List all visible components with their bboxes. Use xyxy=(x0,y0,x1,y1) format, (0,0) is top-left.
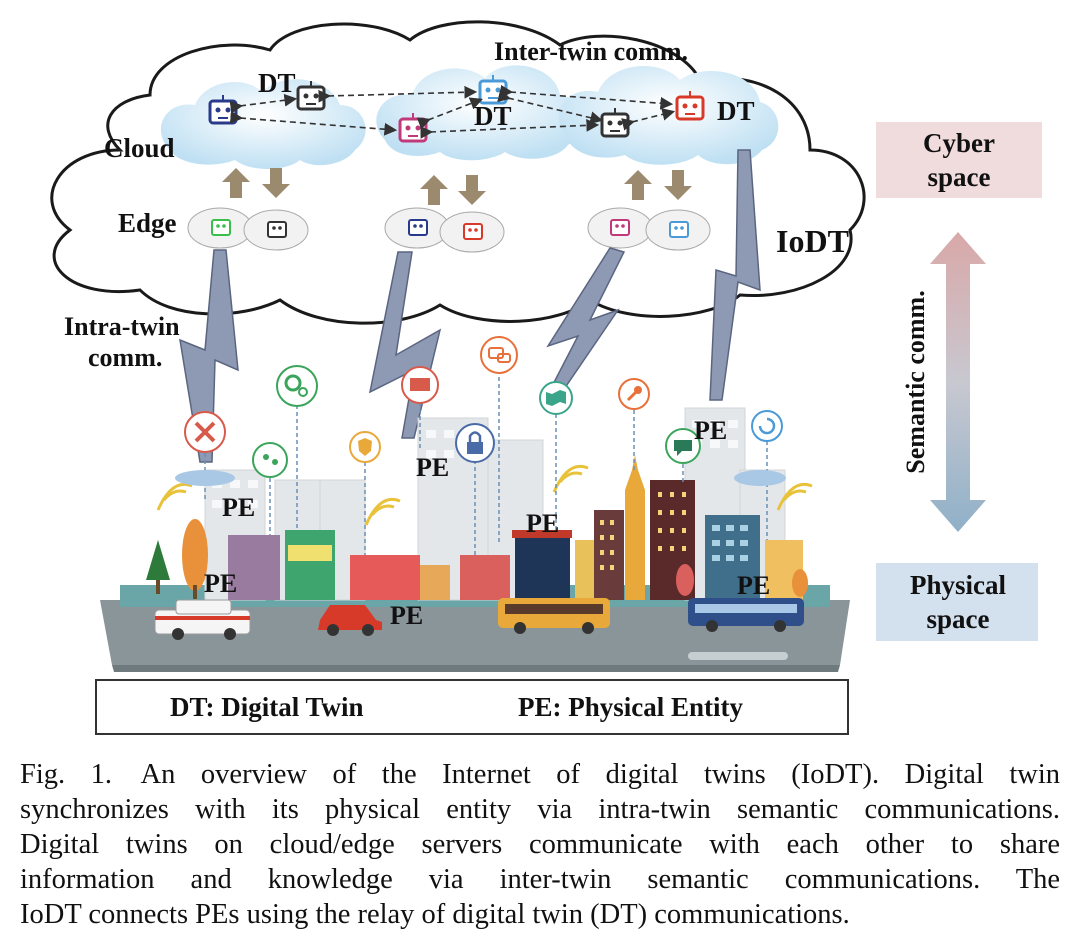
bus-icon xyxy=(688,598,804,632)
cyber-space-box: Cyber space xyxy=(876,122,1042,198)
pe-label: PE xyxy=(526,509,559,538)
pe-label: PE xyxy=(222,493,255,522)
physical-space-label: space xyxy=(927,604,990,634)
semantic-comm-arrow: Semantic comm. xyxy=(901,232,986,532)
edge-dt-robots xyxy=(211,219,689,240)
pe-label: PE xyxy=(390,601,423,630)
edge-cloud xyxy=(187,207,309,251)
lock-icon xyxy=(455,423,495,463)
robot-icon xyxy=(669,221,689,238)
dt-label: DT xyxy=(474,101,512,131)
dt-label: DT xyxy=(258,68,296,98)
cloud-label: Cloud xyxy=(104,133,175,163)
robot-icon xyxy=(463,223,483,240)
cyber-space-label: space xyxy=(928,162,991,192)
legend-box: DT: Digital Twin PE: Physical Entity xyxy=(95,679,849,735)
caption-line: Fig. 1. An overview of the Internet of d… xyxy=(20,759,1060,790)
robot-icon xyxy=(408,219,428,236)
tools-icon xyxy=(184,411,226,453)
semantic-comm-label: Semantic comm. xyxy=(901,290,930,473)
caption-line: synchronizes with its physical entity vi… xyxy=(20,794,1060,825)
tree-icon xyxy=(676,564,694,596)
legend-dt: DT: Digital Twin xyxy=(170,692,364,722)
pe-label: PE xyxy=(694,416,727,445)
shield-icon xyxy=(349,431,381,463)
ambulance-icon xyxy=(154,599,251,640)
lightning-bolt xyxy=(179,249,239,463)
robot-icon xyxy=(610,219,630,236)
city-scene xyxy=(100,336,850,672)
physical-space-label: Physical xyxy=(910,570,1007,600)
inter-twin-comm-label: Inter-twin comm. xyxy=(494,37,688,66)
robot-icon xyxy=(267,221,287,238)
cyber-space-label: Cyber xyxy=(923,128,995,158)
cloud-edge-sync-arrows xyxy=(222,168,692,205)
figure-caption: Fig. 1. An overview of the Internet of d… xyxy=(20,757,1060,932)
caption-line: Digital twins on cloud/edge servers comm… xyxy=(20,829,1060,860)
key-icon xyxy=(618,378,650,410)
iodt-label: IoDT xyxy=(776,223,849,259)
lightning-bolt xyxy=(709,149,761,401)
gear-icon xyxy=(276,365,318,407)
pe-label: PE xyxy=(737,571,770,600)
intra-twin-comm-label: comm. xyxy=(88,343,162,372)
chat-icon xyxy=(480,336,518,374)
inter-twin-links xyxy=(229,84,676,139)
service-icons xyxy=(184,336,783,478)
edge-label: Edge xyxy=(118,208,177,238)
intra-twin-comm-label: Intra-twin xyxy=(64,312,180,341)
physical-space-box: Physical space xyxy=(876,563,1038,641)
tree-icon xyxy=(182,519,208,599)
map-icon xyxy=(539,381,573,415)
users-icon xyxy=(252,442,288,478)
monitor-icon xyxy=(401,366,439,404)
caption-line: IoDT connects PEs using the relay of dig… xyxy=(20,899,850,930)
pe-label: PE xyxy=(416,453,449,482)
bus-icon xyxy=(498,598,610,634)
robot-icon xyxy=(208,95,238,125)
pe-label: PE xyxy=(204,569,237,598)
car-icon xyxy=(318,605,382,636)
refresh-icon xyxy=(751,410,783,442)
tree-icon xyxy=(146,540,170,594)
robot-icon xyxy=(211,219,231,236)
dt-label: DT xyxy=(717,96,755,126)
caption-line: information and knowledge via inter-twin… xyxy=(20,864,1060,895)
robot-icon xyxy=(675,91,705,121)
wifi-icons xyxy=(156,465,813,526)
tree-icon xyxy=(792,569,808,597)
message-icon xyxy=(665,428,701,464)
robot-icon xyxy=(296,81,326,111)
legend-pe: PE: Physical Entity xyxy=(518,692,744,722)
